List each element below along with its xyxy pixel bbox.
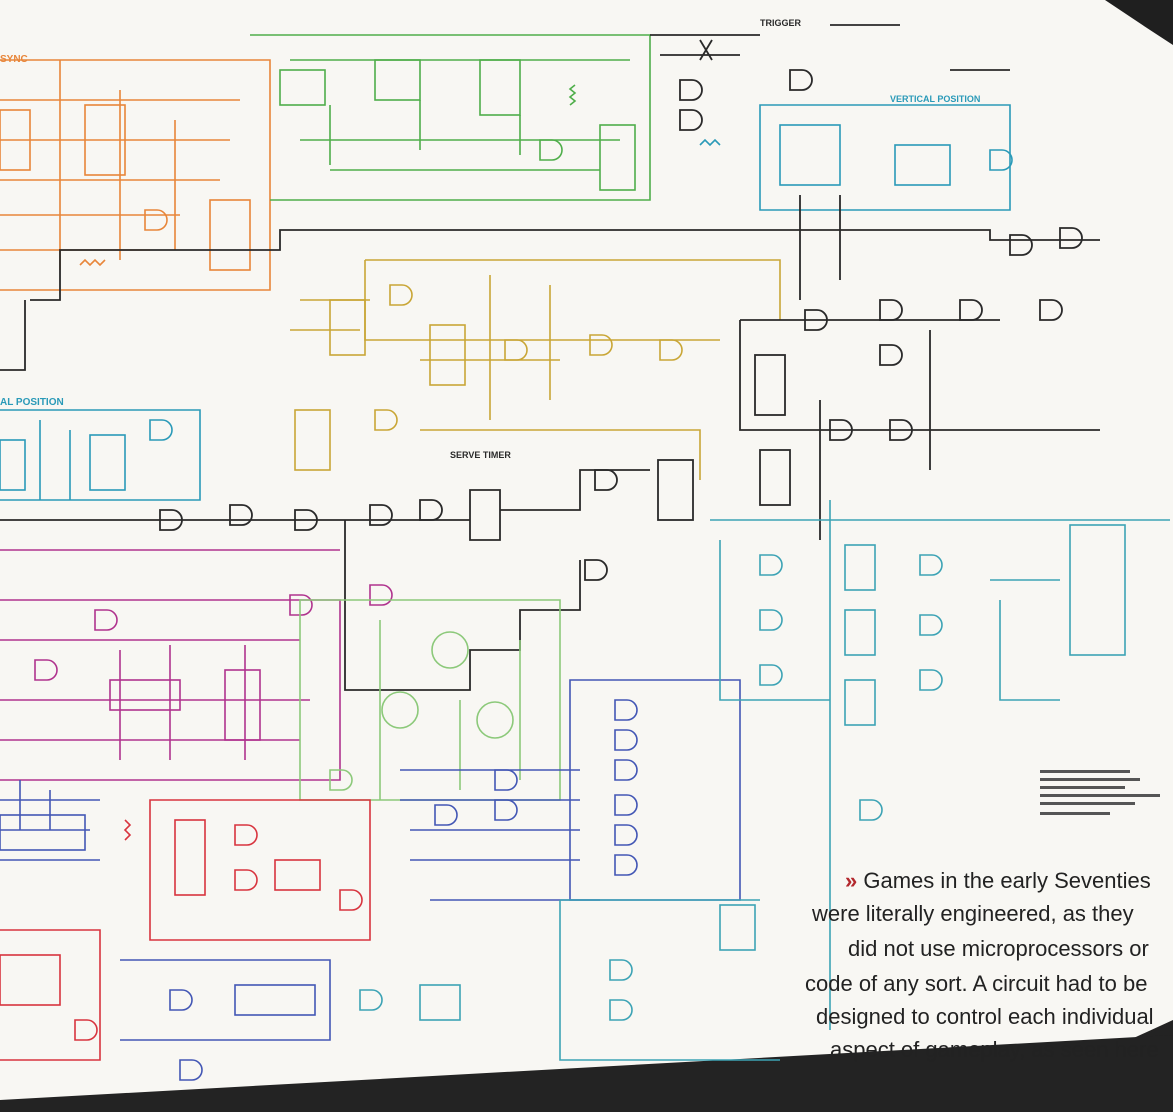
dark-corner-top-right <box>1105 0 1173 45</box>
caption-line-6: aspect of gameplay, as seen here <box>830 1037 1159 1062</box>
caption-line-1: » Games in the early Seventies <box>845 868 1151 893</box>
cyan-circuit-left <box>0 409 201 501</box>
cyan-circuit-top <box>699 104 1013 211</box>
black-circuit-middle <box>0 299 1100 691</box>
caption-marker: » <box>845 868 858 893</box>
label-trigger: TRIGGER <box>760 18 802 28</box>
teal-circuit-right <box>359 500 1170 1061</box>
caption-box: » Games in the early Seventies were lite… <box>790 838 1173 1078</box>
caption-line-2: were literally engineered, as they <box>812 901 1134 926</box>
caption-line-4: code of any sort. A circuit had to be <box>805 971 1148 996</box>
label-serve-timer: SERVE TIMER <box>450 450 511 460</box>
gold-circuit <box>290 259 781 480</box>
orange-circuit <box>0 59 271 291</box>
caption-line-5: designed to control each individual <box>816 1004 1154 1029</box>
dark-edge-bottom <box>0 1035 1173 1112</box>
green-circuit <box>250 34 651 201</box>
black-circuit-top <box>0 24 1100 371</box>
label-horizontal-position: AL POSITION <box>0 397 64 408</box>
red-circuit <box>0 799 371 1061</box>
magenta-circuit <box>0 549 393 781</box>
fine-print-block <box>1040 770 1160 815</box>
caption-line-3: did not use microprocessors or <box>848 936 1149 961</box>
label-vertical-position: VERTICAL POSITION <box>890 94 980 104</box>
label-sync: SYNC <box>0 54 28 65</box>
